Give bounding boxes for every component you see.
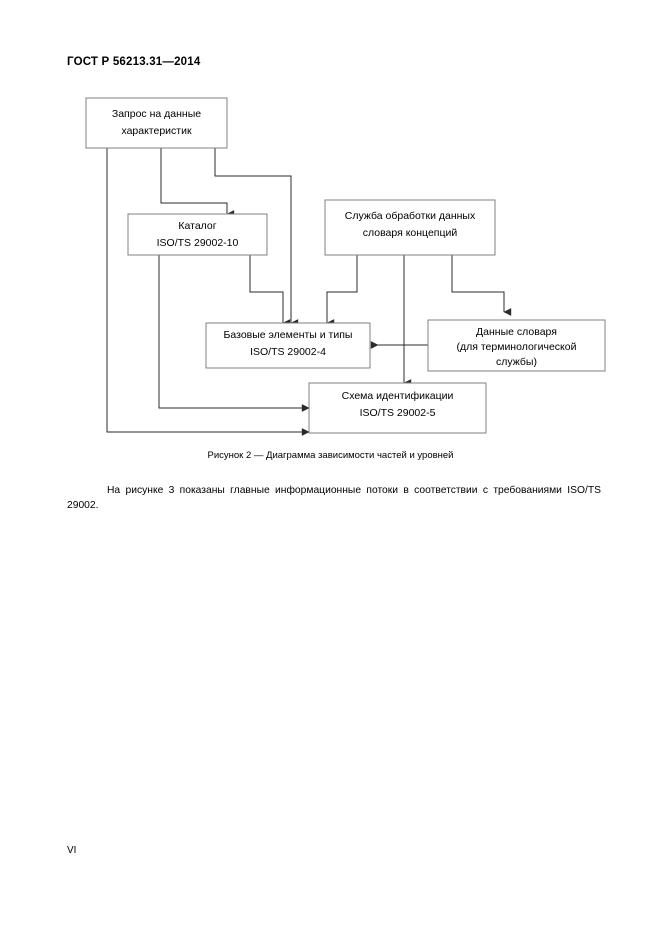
page-number: VI bbox=[67, 845, 77, 856]
connector-catalog-to-basic bbox=[249, 255, 291, 327]
node-label-catalog-line1: Каталог bbox=[178, 220, 216, 232]
connector-request-to-basic bbox=[214, 148, 299, 327]
node-label-dictionary-line2: (для терминологической bbox=[457, 341, 577, 353]
node-label-catalog-line2: ISO/TS 29002-10 bbox=[157, 237, 239, 249]
connector-request-to-catalog bbox=[160, 148, 235, 218]
node-box-identification[interactable] bbox=[308, 382, 487, 434]
node-box-request[interactable] bbox=[85, 97, 228, 149]
node-label-identification-line1: Схема идентификации bbox=[342, 390, 454, 402]
node-label-service-line1: Служба обработки данных bbox=[345, 210, 476, 222]
connector-catalog-to-identification bbox=[158, 255, 310, 412]
node-box-catalog[interactable] bbox=[127, 213, 268, 256]
node-label-request-line1: Запрос на данные bbox=[112, 108, 201, 120]
node-label-service-line2: словаря концепций bbox=[363, 227, 458, 239]
body-paragraph: На рисунке 3 показаны главные информацио… bbox=[67, 485, 601, 511]
node-box-service[interactable] bbox=[324, 199, 496, 256]
node-label-dictionary-line3: службы) bbox=[496, 356, 537, 368]
node-label-basic-line2: ISO/TS 29002-4 bbox=[250, 346, 326, 358]
connector-request-to-identification bbox=[106, 148, 310, 436]
node-box-basic[interactable] bbox=[205, 322, 371, 369]
node-label-identification-line2: ISO/TS 29002-5 bbox=[360, 407, 436, 419]
connector-service-to-dictionary bbox=[451, 255, 512, 316]
node-label-dictionary-line1: Данные словаря bbox=[476, 326, 557, 338]
figure-2-diagram: Запрос на данные характеристик Каталог I… bbox=[0, 90, 661, 455]
document-standard-header: ГОСТ Р 56213.31—2014 bbox=[67, 56, 201, 68]
node-box-group bbox=[85, 97, 606, 434]
diagram-svg: Запрос на данные характеристик Каталог I… bbox=[85, 97, 606, 436]
figure-caption: Рисунок 2 — Диаграмма зависимости частей… bbox=[207, 450, 454, 461]
node-box-dictionary[interactable] bbox=[427, 319, 606, 372]
node-label-request-line2: характеристик bbox=[121, 125, 192, 137]
connector-service-to-basic bbox=[326, 255, 358, 327]
node-label-group: Запрос на данные характеристик Каталог I… bbox=[112, 108, 577, 419]
node-label-basic-line1: Базовые элементы и типы bbox=[224, 329, 353, 341]
connector-group bbox=[106, 148, 512, 436]
